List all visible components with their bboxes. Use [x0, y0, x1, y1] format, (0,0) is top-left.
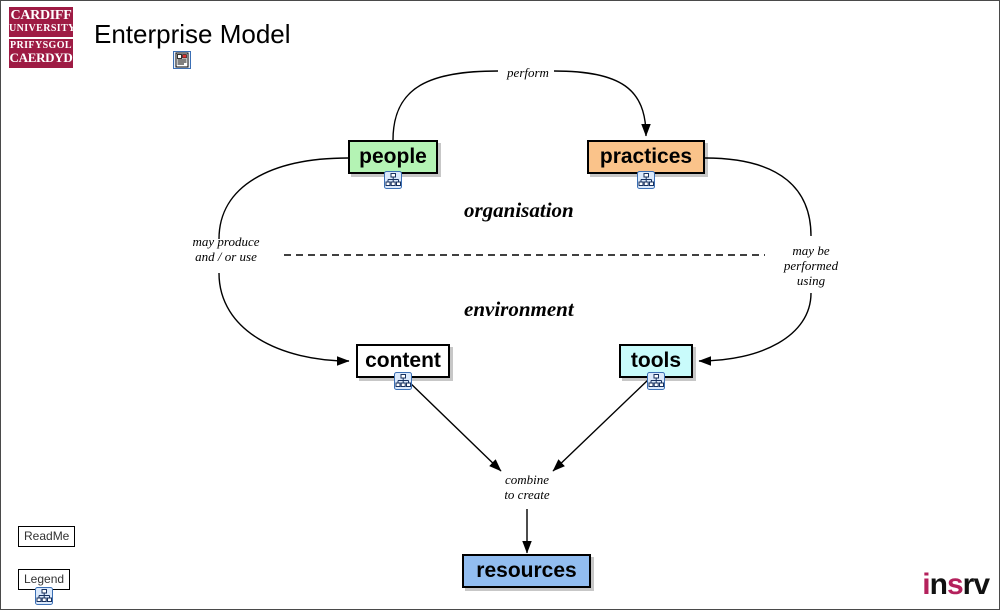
edge-label-using: using [796, 273, 826, 288]
cardiff-logo-top-block: CARDIFF UNIVERSITY [9, 7, 73, 37]
page-title: Enterprise Model [94, 19, 291, 49]
cardiff-logo-line1: CARDIFF [10, 8, 72, 23]
edge-label-may-be: may be [792, 243, 830, 258]
node-resources[interactable]: resources [462, 554, 591, 588]
cardiff-university-logo: CARDIFF UNIVERSITY PRIFYSGOL CAERDYD [9, 7, 73, 68]
insrv-logo-part3: s [946, 568, 964, 601]
node-practices[interactable]: practices [587, 140, 705, 174]
edge-label-perform: perform [507, 65, 549, 80]
hierarchy-icon[interactable] [647, 372, 665, 390]
edge-label-to-create: to create [504, 487, 550, 502]
insrv-logo-part1: i [922, 568, 930, 601]
edge-label-may-produce-line1: may produce [192, 234, 260, 249]
insrv-logo-part4: rv [962, 568, 990, 601]
cardiff-logo-line2: UNIVERSITY [9, 23, 73, 34]
edge-label-combine: combine [504, 472, 550, 487]
node-people[interactable]: people [348, 140, 438, 174]
edge-label-may-be-performed-using: may be performed using [771, 243, 851, 288]
document-icon[interactable] [173, 51, 191, 69]
node-people-label: people [359, 145, 427, 168]
readme-button-label: ReadMe [24, 529, 70, 543]
node-practices-label: practices [599, 145, 693, 168]
node-resources-label: resources [476, 559, 577, 582]
cardiff-logo-bottom-block: PRIFYSGOL CAERDYD [9, 39, 73, 68]
cardiff-logo-line3: PRIFYSGOL [10, 40, 72, 51]
edge-label-combine-to-create: combine to create [487, 472, 567, 502]
hierarchy-icon[interactable] [394, 372, 412, 390]
hierarchy-icon[interactable] [35, 587, 53, 605]
insrv-logo: insrv [922, 568, 990, 601]
region-label-environment: environment [464, 297, 574, 321]
insrv-logo-part2: n [929, 568, 948, 601]
node-content-label: content [365, 349, 441, 372]
node-tools-label: tools [630, 349, 682, 372]
edge-label-performed: performed [783, 258, 839, 273]
region-label-organisation: organisation [464, 198, 574, 222]
node-tools[interactable]: tools [619, 344, 693, 378]
readme-button[interactable]: ReadMe [18, 526, 76, 547]
cardiff-logo-line4: CAERDYD [9, 50, 73, 65]
hierarchy-icon[interactable] [384, 171, 402, 189]
edge-label-may-produce-line2: and / or use [195, 249, 257, 264]
hierarchy-icon[interactable] [637, 171, 655, 189]
edge-label-may-produce: may produce and / or use [176, 234, 276, 264]
legend-button-label: Legend [24, 572, 65, 586]
